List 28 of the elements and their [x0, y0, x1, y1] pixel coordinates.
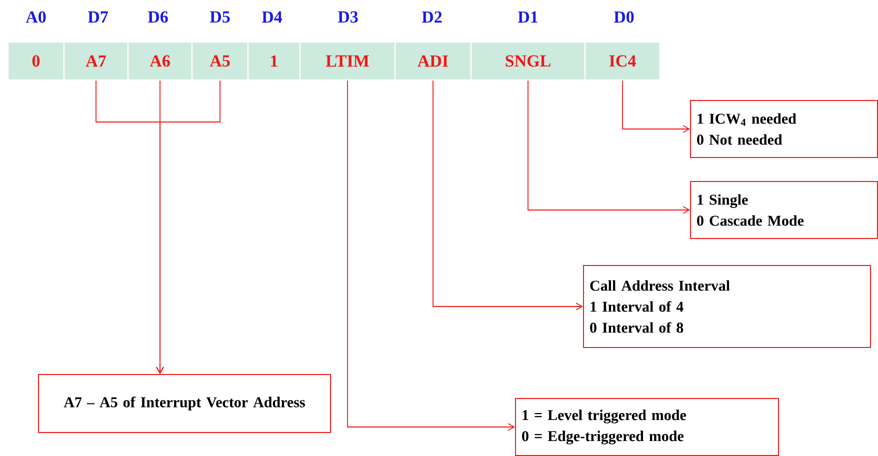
- register-cell: A5: [191, 41, 249, 81]
- arrow: [622, 80, 690, 133]
- register-cell: ADI: [394, 41, 472, 81]
- bit-label: D1: [518, 11, 538, 23]
- arrow: [528, 80, 690, 214]
- register-cell: A6: [127, 41, 193, 81]
- arrow: [432, 80, 583, 310]
- register-cell: SNGL: [470, 41, 586, 81]
- register-cell: LTIM: [299, 41, 396, 81]
- description-box: 1 Single 0 Cascade Mode: [690, 181, 878, 239]
- description-box: 1 = Level triggered mode 0 = Edge-triggered mode: [515, 398, 779, 456]
- bit-label: D6: [148, 11, 168, 23]
- register-cell: A7: [63, 41, 129, 81]
- description-box: A7 – A5 of Interrupt Vector Address: [38, 374, 331, 433]
- arrow: [347, 80, 515, 431]
- bit-label: D2: [422, 11, 442, 23]
- bit-label: D4: [262, 11, 282, 23]
- description-box: Call Address Interval 1 Interval of 4 0 Interval of 8: [583, 265, 871, 348]
- bit-label: D7: [88, 11, 108, 23]
- arrow: [156, 80, 220, 374]
- register-cell: 1: [247, 41, 301, 81]
- register-cell: IC4: [584, 41, 661, 81]
- register-cell: 0: [7, 41, 65, 81]
- bit-label: D5: [210, 11, 230, 23]
- bit-label: D3: [338, 11, 358, 23]
- description-box: 1 ICW$_{4}$ needed 0 Not needed: [690, 100, 878, 158]
- bit-label: D0: [614, 11, 634, 23]
- bit-label: A0: [26, 11, 46, 23]
